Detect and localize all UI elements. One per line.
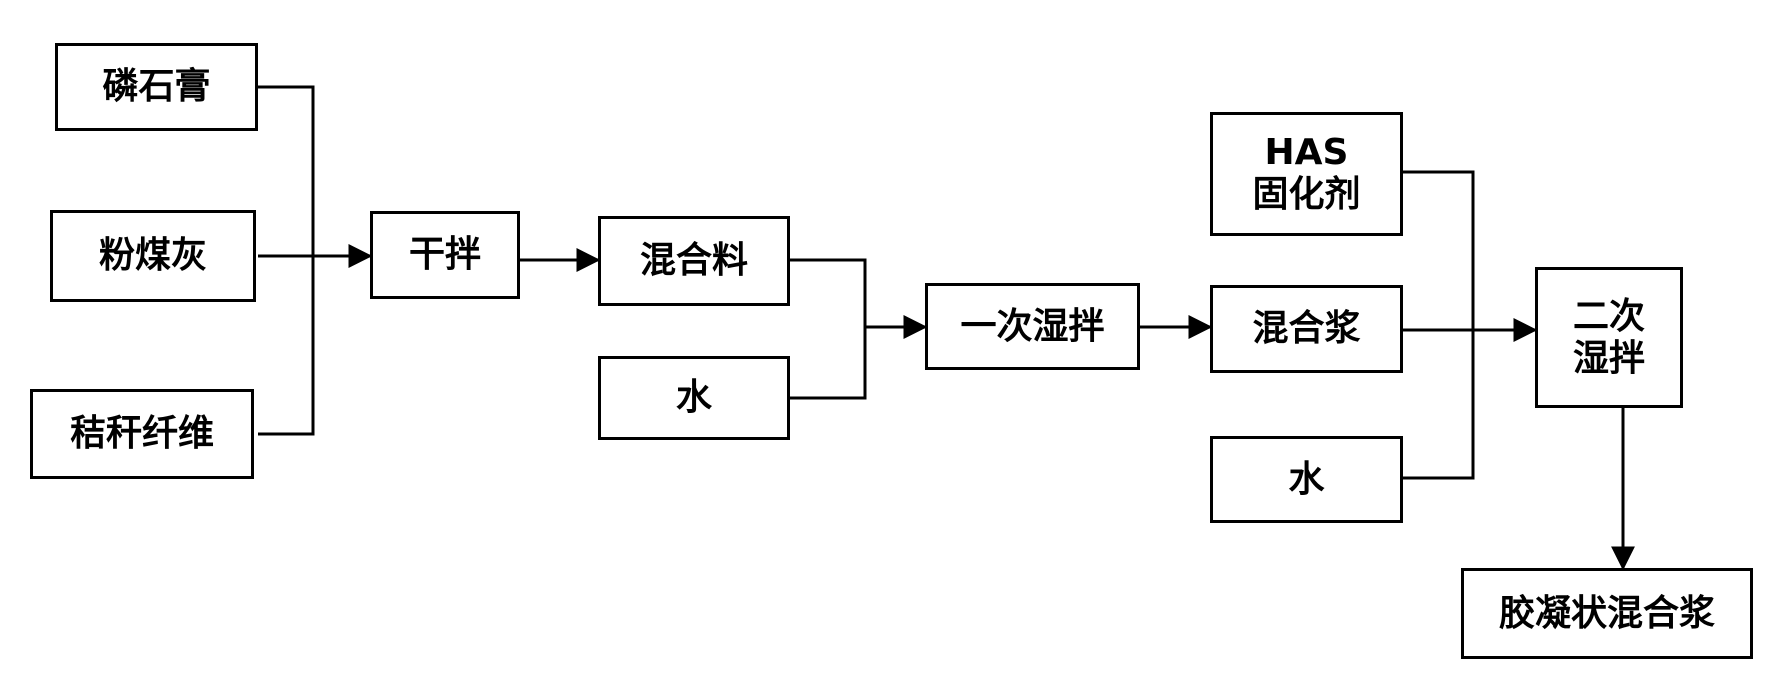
node-phosphogypsum: 磷石膏 (55, 43, 258, 131)
node-dry-mix: 干拌 (370, 211, 520, 299)
raw-materials-connector (258, 85, 373, 436)
node-gel-slurry: 胶凝状混合浆 (1461, 568, 1753, 659)
node-first-wet-mix: 一次湿拌 (925, 283, 1140, 370)
node-mixed-slurry: 混合浆 (1210, 285, 1403, 373)
node-second-wet-mix: 二次 湿拌 (1535, 267, 1683, 408)
first-mix-connector (790, 258, 928, 400)
node-straw-fiber: 秸秆纤维 (30, 389, 254, 479)
second-mix-connector (1403, 170, 1538, 480)
node-fly-ash: 粉煤灰 (50, 210, 256, 302)
node-mixture: 混合料 (598, 216, 790, 306)
node-has-curing-agent: HAS 固化剂 (1210, 112, 1403, 236)
node-water-2: 水 (1210, 436, 1403, 523)
node-water-1: 水 (598, 356, 790, 440)
